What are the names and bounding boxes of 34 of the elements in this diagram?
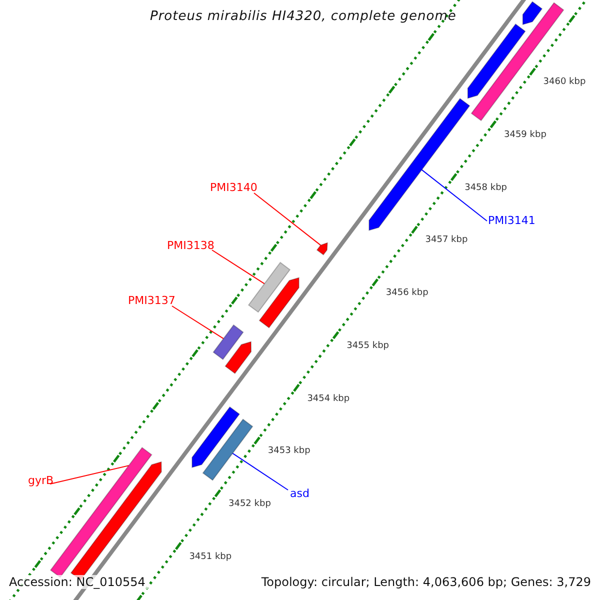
scale-label: 3451 kbp [189, 552, 232, 562]
scale-label: 3452 kbp [228, 498, 271, 510]
gene-block [316, 242, 328, 256]
scale-label: 3460 kbp [543, 77, 586, 88]
leader-line [50, 465, 130, 484]
gene-label: PMI3141 [488, 214, 536, 228]
leader-line [172, 306, 224, 340]
gene-bar [470, 2, 564, 122]
gene-block [192, 406, 240, 468]
leader-line [254, 192, 322, 246]
scale-label: 3455 kbp [346, 340, 389, 352]
scale-label: 3458 kbp [464, 182, 507, 194]
leader-line [232, 452, 288, 490]
scale-label: 3456 kbp [386, 288, 428, 299]
gene-block [258, 277, 300, 328]
gene-label: gyrB [28, 474, 54, 488]
scale-label: 3457 kbp [425, 235, 468, 246]
gene-block [522, 1, 543, 26]
gene-bar [248, 262, 291, 313]
gene-label: PMI3138 [167, 239, 214, 252]
gene-block [224, 341, 252, 374]
gene-label: asd [290, 487, 310, 500]
scale-label: 3459 kbp [504, 130, 546, 141]
footer-text: Accession: NC_010554 [6, 575, 148, 590]
leader-line [212, 250, 265, 284]
scale-label: 3453 kbp [268, 446, 310, 457]
gene-block [467, 23, 526, 99]
gene-bar [202, 418, 254, 481]
scale-label: 3454 kbp [307, 394, 350, 404]
gene-label: PMI3137 [128, 294, 176, 308]
title: Proteus mirabilis HI4320, complete genome [150, 9, 456, 25]
leader-line [421, 169, 488, 222]
gene-label: PMI3140 [210, 181, 258, 194]
gene-bar [212, 324, 244, 360]
